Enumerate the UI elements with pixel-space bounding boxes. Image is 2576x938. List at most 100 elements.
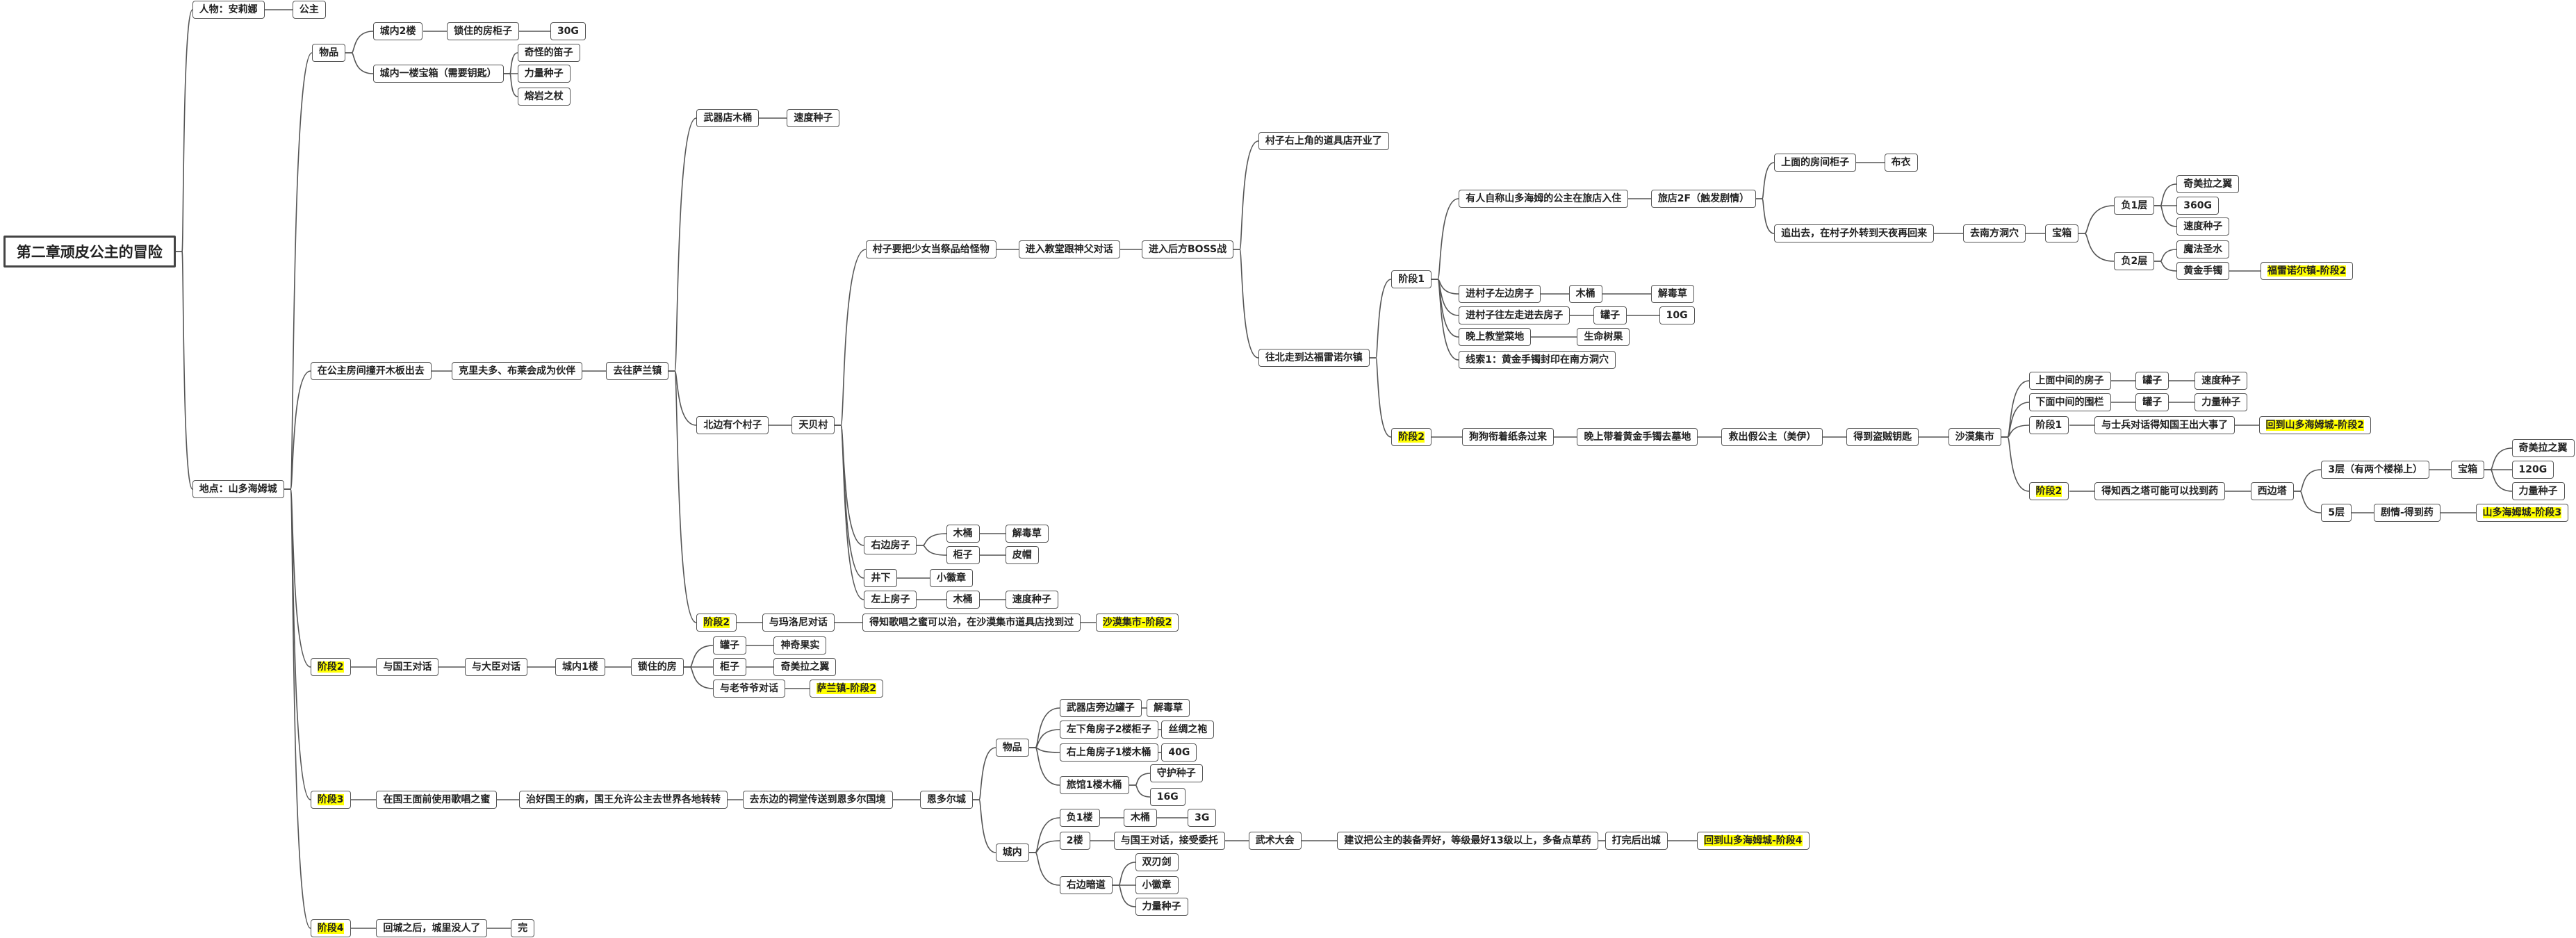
topic-node[interactable]: 武术大会 <box>1248 832 1302 850</box>
topic-node[interactable]: 村子右上角的道具店开业了 <box>1258 132 1389 151</box>
topic-node[interactable]: 建议把公主的装备弄好，等级最好13级以上，多备点草药 <box>1337 832 1598 850</box>
topic-node[interactable]: 木桶 <box>1568 285 1602 304</box>
stage-topic-node[interactable]: 阶段4 <box>310 919 351 937</box>
topic-node[interactable]: 木桶 <box>946 525 980 543</box>
topic-node[interactable]: 地点：山多海姆城 <box>192 480 284 499</box>
topic-node[interactable]: 奇美拉之翼 <box>2511 439 2575 458</box>
topic-node[interactable]: 完 <box>511 919 535 937</box>
topic-node[interactable]: 物品 <box>995 738 1029 757</box>
stage-topic-node[interactable]: 阶段2 <box>1391 427 1432 446</box>
topic-node[interactable]: 上面中间的房子 <box>2028 372 2111 390</box>
stage-topic-node[interactable]: 福雷诺尔镇-阶段2 <box>2260 262 2354 281</box>
stage-topic-node[interactable]: 回到山多海姆城-阶段4 <box>1697 832 1810 850</box>
topic-node[interactable]: 木桶 <box>1123 809 1157 828</box>
topic-node[interactable]: 与国王对话，接受委托 <box>1113 832 1225 850</box>
topic-node[interactable]: 晚上教堂菜地 <box>1459 327 1532 346</box>
topic-node[interactable]: 力量种子 <box>517 65 571 83</box>
topic-node[interactable]: 16G <box>1149 787 1186 806</box>
topic-node[interactable]: 宝箱 <box>2045 224 2079 242</box>
topic-node[interactable]: 与老爷爷对话 <box>712 679 785 698</box>
topic-node[interactable]: 狗狗衔着纸条过来 <box>1461 427 1554 446</box>
topic-node[interactable]: 右边暗道 <box>1059 876 1113 895</box>
topic-node[interactable]: 天贝村 <box>791 416 835 435</box>
topic-node[interactable]: 120G <box>2511 461 2554 479</box>
stage-topic-node[interactable]: 山多海姆城-阶段3 <box>2475 503 2569 522</box>
topic-node[interactable]: 右上角房子1楼木桶 <box>1059 743 1158 762</box>
topic-node[interactable]: 柜子 <box>946 546 980 565</box>
topic-node[interactable]: 解毒草 <box>1005 525 1049 543</box>
topic-node[interactable]: 黄金手镯 <box>2176 262 2230 281</box>
topic-node[interactable]: 旅店2F（触发剧情） <box>1650 190 1757 208</box>
topic-node[interactable]: 物品 <box>312 43 346 62</box>
topic-node[interactable]: 城内1楼 <box>555 657 605 676</box>
stage-topic-node[interactable]: 阶段2 <box>696 613 737 632</box>
topic-node[interactable]: 城内2楼 <box>372 22 423 40</box>
topic-node[interactable]: 与玛洛尼对话 <box>762 613 835 632</box>
stage-topic-node[interactable]: 阶段3 <box>310 791 351 809</box>
topic-node[interactable]: 宝箱 <box>2451 461 2485 479</box>
topic-node[interactable]: 左上房子 <box>864 590 917 609</box>
topic-node[interactable]: 木桶 <box>946 590 980 609</box>
topic-node[interactable]: 奇美拉之翼 <box>2176 174 2240 193</box>
topic-node[interactable]: 武器店木桶 <box>696 109 760 128</box>
topic-node[interactable]: 双刃剑 <box>1135 853 1179 872</box>
topic-node[interactable]: 速度种子 <box>787 109 840 128</box>
stage-topic-node[interactable]: 回到山多海姆城-阶段2 <box>2258 416 2372 435</box>
topic-node[interactable]: 力量种子 <box>2194 393 2248 412</box>
topic-node[interactable]: 有人自称山多海姆的公主在旅店入住 <box>1459 190 1629 208</box>
stage-topic-node[interactable]: 阶段2 <box>310 657 351 676</box>
topic-node[interactable]: 力量种子 <box>1135 897 1188 916</box>
topic-node[interactable]: 10G <box>1659 306 1695 324</box>
topic-node[interactable]: 奇怪的笛子 <box>517 43 580 62</box>
topic-node[interactable]: 去南方洞穴 <box>1962 224 2026 242</box>
topic-node[interactable]: 得知西之塔可能可以找到药 <box>2094 482 2226 500</box>
topic-node[interactable]: 柜子 <box>712 657 746 676</box>
topic-node[interactable]: 罐子 <box>2135 393 2169 412</box>
topic-node[interactable]: 丝绸之袍 <box>1161 720 1215 739</box>
stage-topic-node[interactable]: 萨兰镇-阶段2 <box>810 679 883 698</box>
topic-node[interactable]: 负1层 <box>2114 196 2155 215</box>
topic-node[interactable]: 30G <box>550 22 586 40</box>
topic-node[interactable]: 往北走到达福雷诺尔镇 <box>1258 349 1370 368</box>
topic-node[interactable]: 进村子左边房子 <box>1459 285 1541 304</box>
topic-node[interactable]: 与大臣对话 <box>465 657 527 676</box>
topic-node[interactable]: 解毒草 <box>1650 285 1694 304</box>
topic-node[interactable]: 进入教堂跟神父对话 <box>1018 240 1120 259</box>
topic-node[interactable]: 城内 <box>995 843 1029 862</box>
topic-node[interactable]: 武器店旁边罐子 <box>1059 698 1142 717</box>
topic-node[interactable]: 3层（有两个楼梯上） <box>2321 461 2430 479</box>
topic-node[interactable]: 晚上带着黄金手镯去墓地 <box>1577 427 1698 446</box>
topic-node[interactable]: 奇美拉之翼 <box>773 657 837 676</box>
topic-node[interactable]: 克里夫多、布莱会成为伙伴 <box>452 362 583 381</box>
topic-node[interactable]: 解毒草 <box>1147 698 1190 717</box>
topic-node[interactable]: 治好国王的病，国王允许公主去世界各地转转 <box>519 791 728 809</box>
topic-node[interactable]: 旅馆1楼木桶 <box>1059 775 1129 794</box>
topic-node[interactable]: 进村子往左走进去房子 <box>1459 306 1570 324</box>
topic-node[interactable]: 40G <box>1161 743 1197 762</box>
topic-node[interactable]: 追出去，在村子外转到天夜再回来 <box>1774 224 1935 242</box>
topic-node[interactable]: 锁住的房 <box>630 657 684 676</box>
topic-node[interactable]: 线索1：黄金手镯封印在南方洞穴 <box>1459 350 1616 369</box>
stage-topic-node[interactable]: 沙漠集市-阶段2 <box>1095 613 1179 632</box>
topic-node[interactable]: 罐子 <box>712 636 746 655</box>
topic-node[interactable]: 360G <box>2176 196 2220 215</box>
topic-node[interactable]: 锁住的房柜子 <box>447 22 519 40</box>
topic-node[interactable]: 北边有个村子 <box>696 416 769 435</box>
topic-node[interactable]: 守护种子 <box>1149 764 1203 783</box>
topic-node[interactable]: 负1楼 <box>1059 809 1100 828</box>
topic-node[interactable]: 在公主房间撞开木板出去 <box>310 362 432 381</box>
topic-node[interactable]: 下面中间的围栏 <box>2028 393 2111 412</box>
topic-node[interactable]: 与国王对话 <box>376 657 439 676</box>
topic-node[interactable]: 熔岩之杖 <box>517 88 571 106</box>
topic-node[interactable]: 井下 <box>864 569 898 588</box>
topic-node[interactable]: 皮帽 <box>1005 546 1039 565</box>
topic-node[interactable]: 左下角房子2楼柜子 <box>1059 720 1158 739</box>
topic-node[interactable]: 与士兵对话得知国王出大事了 <box>2094 416 2235 435</box>
topic-node[interactable]: 得知歌唱之蜜可以治，在沙漠集市道具店找到过 <box>862 613 1081 632</box>
topic-node[interactable]: 去东边的祠堂传送到恩多尔国境 <box>742 791 893 809</box>
topic-node[interactable]: 速度种子 <box>2194 372 2248 390</box>
stage-topic-node[interactable]: 阶段2 <box>2028 482 2069 500</box>
topic-node[interactable]: 小徽章 <box>930 569 974 588</box>
topic-node[interactable]: 神奇果实 <box>773 636 827 655</box>
topic-node[interactable]: 沙漠集市 <box>1948 427 2001 446</box>
